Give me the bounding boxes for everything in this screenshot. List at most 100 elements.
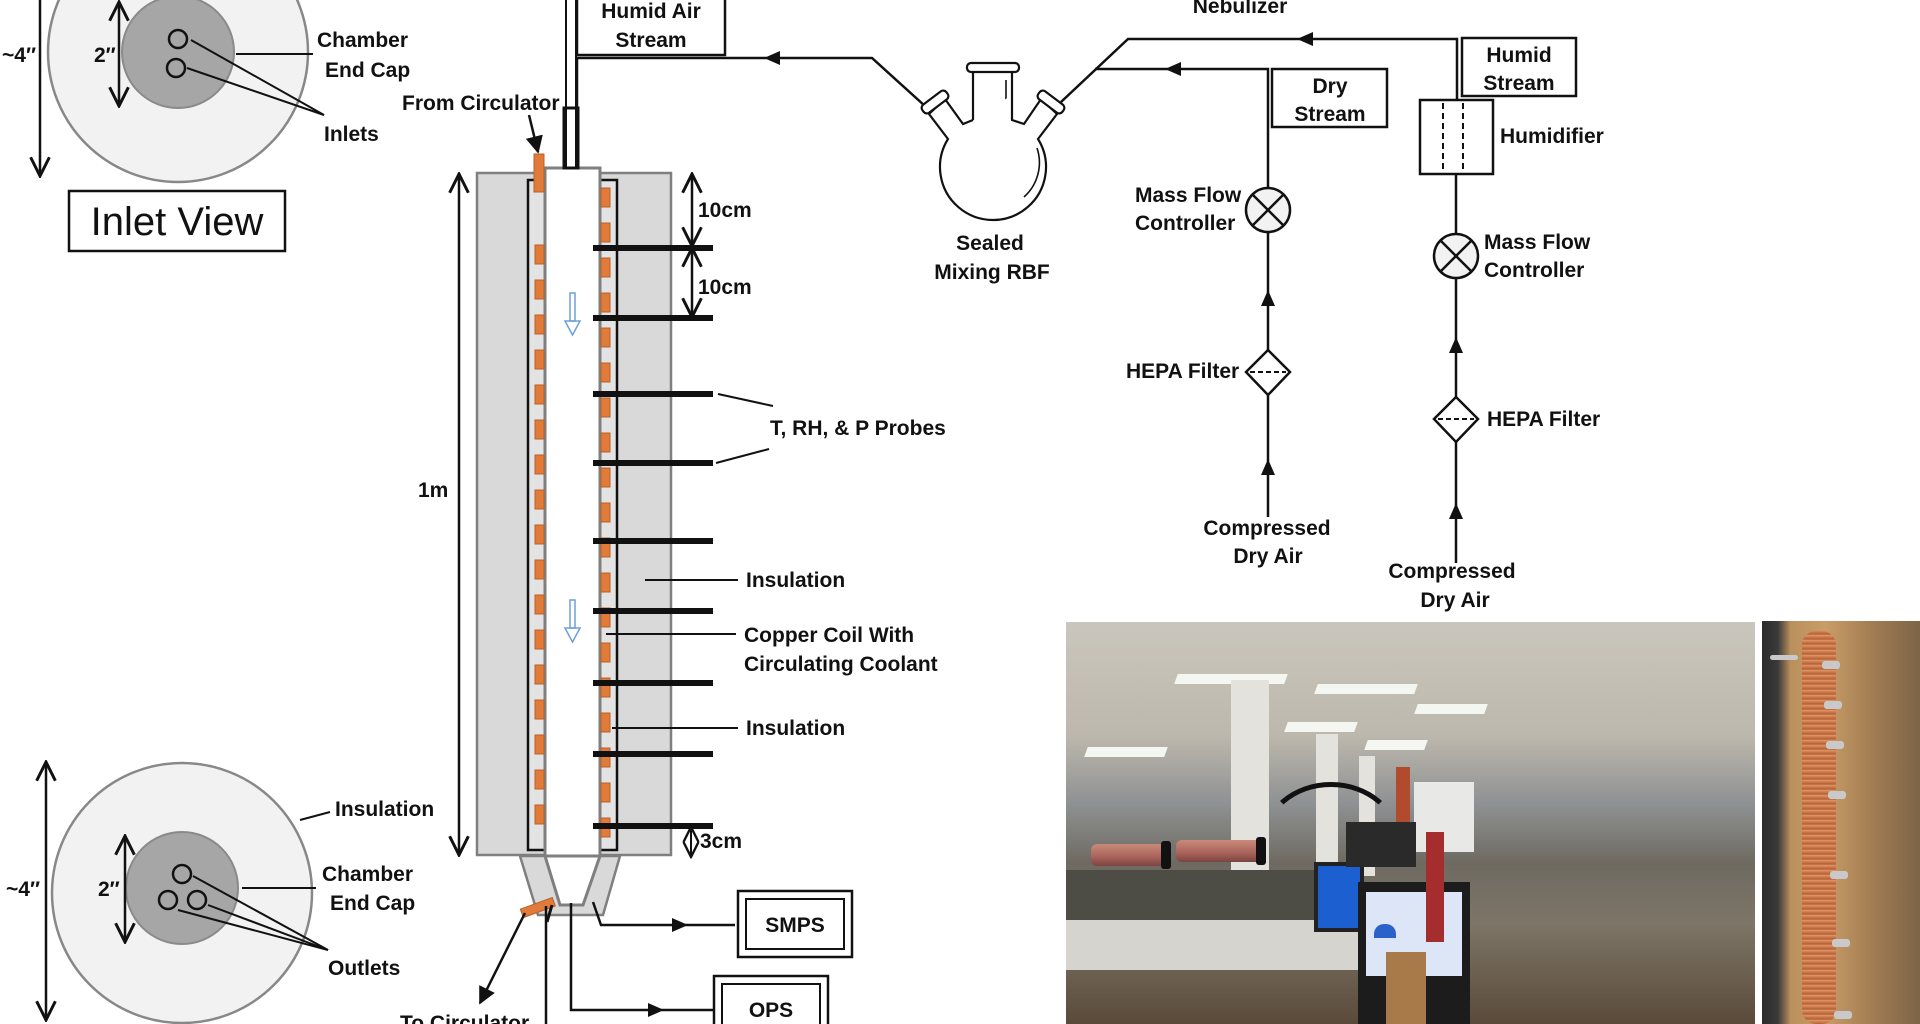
inlet-outer-dim: ~4″	[2, 44, 36, 67]
lab-setup-photo	[1066, 622, 1755, 1024]
ops-instrument[interactable]: OPS	[712, 974, 830, 1024]
humid-stream-label-2: Stream	[1483, 72, 1554, 95]
coil-segment-right	[600, 222, 611, 243]
humid-stream-line	[1060, 37, 1459, 103]
coil-segment-left	[534, 454, 545, 475]
from-circulator-label: From Circulator	[402, 92, 560, 115]
humidifier-label: Humidifier	[1500, 125, 1604, 148]
outlet-outer-dim: ~4″	[6, 878, 40, 901]
coil-segment-right	[600, 677, 611, 698]
to-circulator-label: To Circulator	[400, 1012, 529, 1024]
coil-segment-right	[600, 782, 611, 803]
coil-segment-right	[600, 327, 611, 348]
inlets-leader-1	[190, 39, 325, 116]
coil-segment-left	[534, 804, 545, 825]
outlet-port-1	[171, 863, 193, 885]
outlet-insulation-leader	[299, 811, 331, 821]
coil-segment-left	[534, 559, 545, 580]
mfc-dry[interactable]	[1244, 186, 1292, 234]
coil-segment-right	[600, 292, 611, 313]
inlet-view-title-box	[67, 189, 287, 253]
mfc-humid-label-2: Controller	[1484, 259, 1584, 282]
inlet-view: ~4″ 2″ Chamber End Cap Inlets Inlet View	[2, 0, 410, 253]
coil-segment-left	[534, 244, 545, 265]
dry-stream-label-1: Dry	[1312, 75, 1347, 98]
humid-air-stream-label-1: Humid Air	[601, 0, 701, 23]
coil-segment-left	[534, 594, 545, 615]
cda-dry-label-1: Compressed	[1203, 517, 1330, 540]
probe-group	[593, 245, 713, 829]
outlet-port-3	[186, 889, 208, 911]
insulation-inner-label: Insulation	[746, 717, 845, 740]
outlet-end-cap	[125, 831, 239, 945]
mfc-humid-label-1: Mass Flow	[1484, 231, 1591, 254]
humid-air-stream-box: Humid Air Stream	[575, 0, 727, 57]
probes-leader-2	[715, 448, 770, 464]
coil-segment-left	[534, 734, 545, 755]
inlet-port-2	[165, 57, 187, 79]
coil-segment-left	[534, 489, 545, 510]
outlet-insulation-label: Insulation	[335, 798, 434, 821]
outlet-end-cap-label-1: Chamber	[322, 863, 413, 886]
coil-segment-right	[600, 397, 611, 418]
outlet-end-cap-label-2: End Cap	[330, 892, 415, 915]
outlet-view: ~4″ 2″ Insulation Chamber End Cap Outlet…	[6, 762, 434, 1024]
column-flow-tube	[543, 166, 602, 858]
inlets-label: Inlets	[324, 123, 379, 146]
dry-stream-label-2: Stream	[1294, 103, 1365, 126]
spacing-label-bottom: 3cm	[700, 830, 742, 853]
spacing-label-2: 10cm	[698, 276, 752, 299]
coil-segment-right	[600, 747, 611, 768]
coil-segment-left	[534, 419, 545, 440]
insulation-outer-label: Insulation	[746, 569, 845, 592]
outlets-leader-2	[207, 904, 329, 951]
probes-leader-1	[717, 393, 774, 407]
nebulizer-label: Nebulizer	[1193, 0, 1288, 18]
sealed-mixing-flask: Sealed Mixing RBF	[920, 61, 1066, 284]
to-circulator-arrow	[478, 912, 527, 1005]
coil-segment-right	[600, 572, 611, 593]
coil-segment-left	[534, 699, 545, 720]
copper-coil-column-photo	[1762, 621, 1920, 1024]
inlet-end-cap-label-2: End Cap	[325, 59, 410, 82]
inlet-view-title: Inlet View	[91, 200, 264, 244]
coil-segment-left	[534, 314, 545, 335]
flow-arrow-2	[563, 599, 582, 644]
flow-tube-column: From Circulator 1m 10cm 10cm 3cm T, RH, …	[400, 0, 946, 1024]
coil-segment-left	[534, 769, 545, 790]
inlets-leader-2	[186, 67, 325, 116]
outlets-label: Outlets	[328, 957, 400, 980]
smps-line	[591, 901, 735, 927]
probes-label: T, RH, & P Probes	[770, 417, 946, 440]
coil-segment-left	[534, 664, 545, 685]
hepa-humid-label: HEPA Filter	[1487, 408, 1600, 431]
mfc-dry-label-1: Mass Flow	[1135, 184, 1242, 207]
dry-stream-line	[1095, 67, 1270, 517]
mfc-humid[interactable]	[1432, 232, 1480, 280]
coil-segment-right	[600, 502, 611, 523]
ops-line	[569, 903, 713, 1012]
length-label: 1m	[418, 479, 448, 502]
hepa-dry-label: HEPA Filter	[1126, 360, 1239, 383]
smps-instrument[interactable]: SMPS	[736, 889, 854, 959]
mfc-dry-label-2: Controller	[1135, 212, 1235, 235]
coil-segment-left	[534, 629, 545, 650]
cda-dry-label-2: Dry Air	[1233, 545, 1302, 568]
cda-humid-label-1: Compressed	[1388, 560, 1515, 583]
coil-label-1: Copper Coil With	[744, 624, 914, 647]
coil-segment-left	[534, 524, 545, 545]
humid-stream-label-1: Humid	[1486, 44, 1551, 67]
coil-segment-left	[534, 349, 545, 370]
outlets-leader-1	[192, 875, 329, 951]
hepa-filter-humid	[1432, 395, 1480, 444]
coil-segment-right	[600, 362, 611, 383]
coil-segment-right	[600, 467, 611, 488]
inlet-inner-dim: 2″	[94, 44, 116, 67]
humidifier: Humidifier	[1418, 98, 1604, 176]
flask-label-2: Mixing RBF	[934, 261, 1050, 284]
coil-inlet	[533, 153, 545, 193]
coil-segment-right	[600, 187, 611, 208]
inlet-port-1	[167, 28, 189, 50]
from-circulator-arrow	[525, 114, 543, 154]
humid-air-stream-label-2: Stream	[615, 29, 686, 52]
